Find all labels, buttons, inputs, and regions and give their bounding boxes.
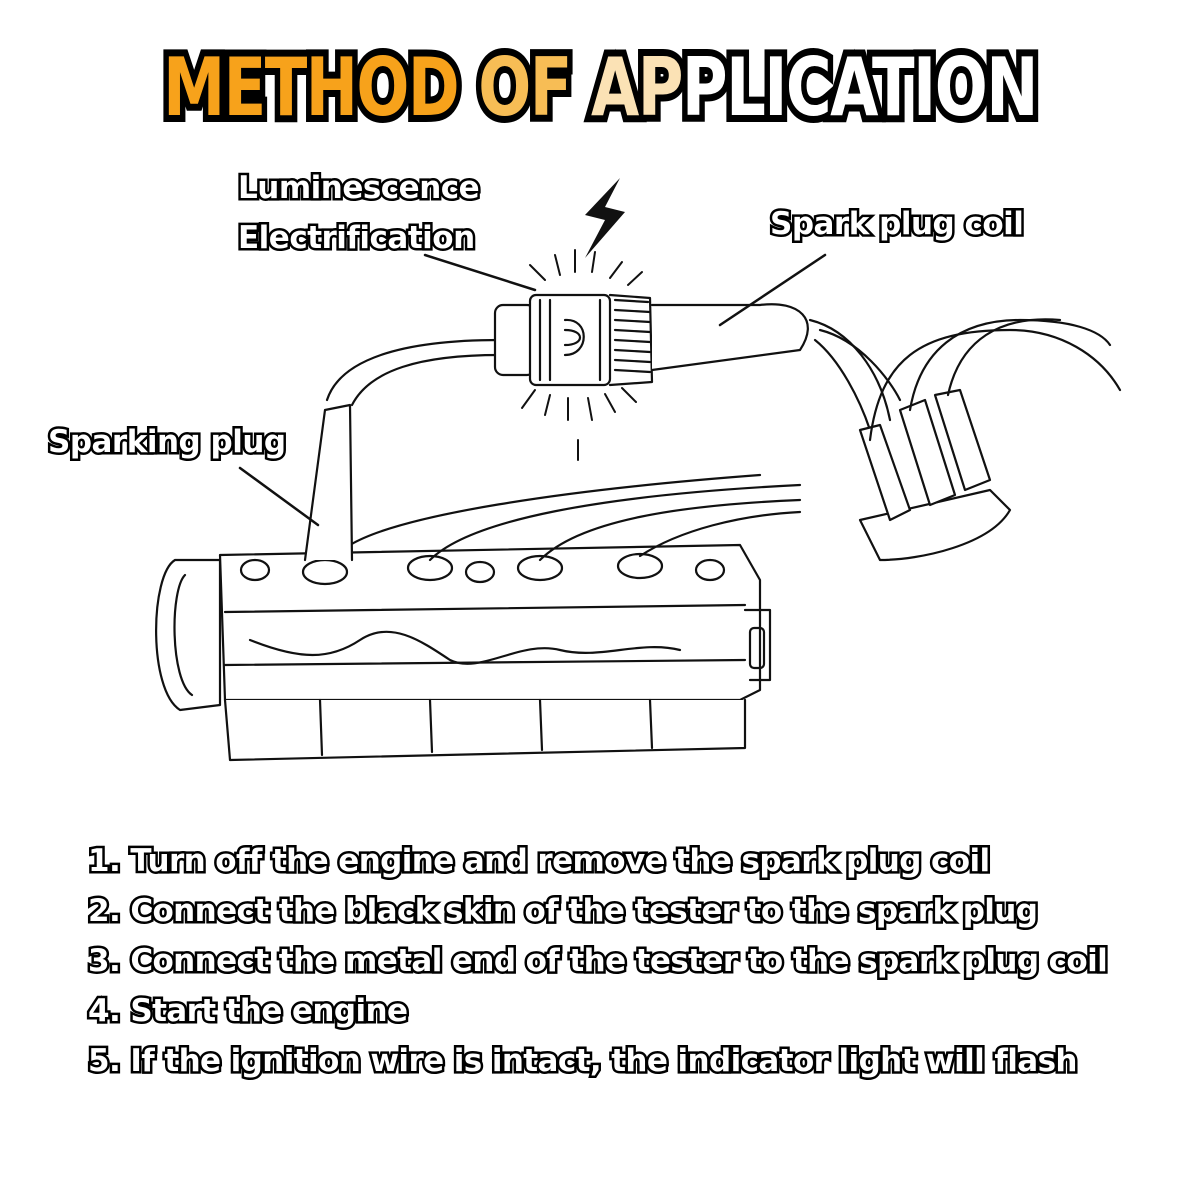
step-item: 2. Connect the black skin of the tester …	[85, 891, 1040, 932]
title-part-4: PLICATION	[676, 41, 1043, 135]
instruction-list: 1. Turn off the engine and remove the sp…	[85, 836, 1110, 1086]
spark-tester	[493, 293, 892, 432]
engine-block	[155, 473, 802, 762]
label-luminescence: Luminescence	[235, 168, 482, 209]
label-spark-plug-coil: Spark plug coil	[767, 204, 1026, 245]
title-part-3: AP	[586, 41, 689, 135]
step-item: 3. Connect the metal end of the tester t…	[85, 941, 1110, 982]
distributor	[818, 318, 1122, 562]
page-title: METHOD OF APPLICATION	[132, 41, 1068, 135]
step-item: 4. Start the engine	[85, 991, 410, 1032]
step-item: 1. Turn off the engine and remove the sp…	[85, 841, 992, 882]
glow-rays	[521, 249, 643, 461]
label-electrification: Electrification	[236, 218, 478, 259]
sparking-plug-boot	[303, 338, 502, 562]
pointer-lines	[238, 253, 827, 527]
lightning-bolt-icon	[585, 178, 625, 258]
label-sparking-plug: Sparking plug	[46, 422, 289, 463]
step-item: 5. If the ignition wire is intact, the i…	[85, 1041, 1080, 1082]
title-part-2: OF	[473, 41, 591, 135]
title-part-1: METHOD	[158, 41, 479, 135]
